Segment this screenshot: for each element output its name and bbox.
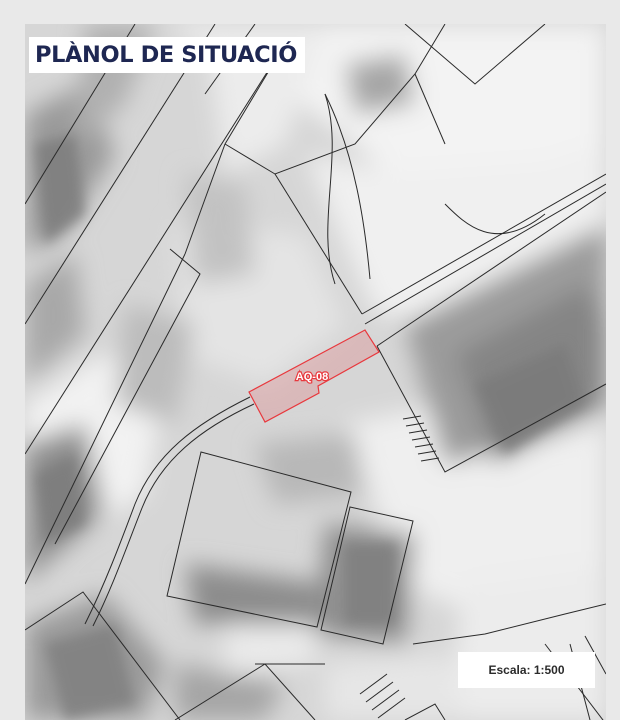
map-title: PLÀNOL DE SITUACIÓ xyxy=(29,37,305,73)
map-title-text: PLÀNOL DE SITUACIÓ xyxy=(35,42,297,68)
parcel-aq08[interactable]: AQ-08 xyxy=(248,329,380,423)
map-canvas: AQ-08 xyxy=(25,24,606,720)
scale-indicator: Escala: 1:500 xyxy=(458,652,595,688)
cadastral-lines xyxy=(25,24,606,720)
map-viewport[interactable]: AQ-08 xyxy=(25,24,606,720)
scale-text: Escala: 1:500 xyxy=(488,663,565,677)
parcel-label: AQ-08 xyxy=(296,371,328,383)
